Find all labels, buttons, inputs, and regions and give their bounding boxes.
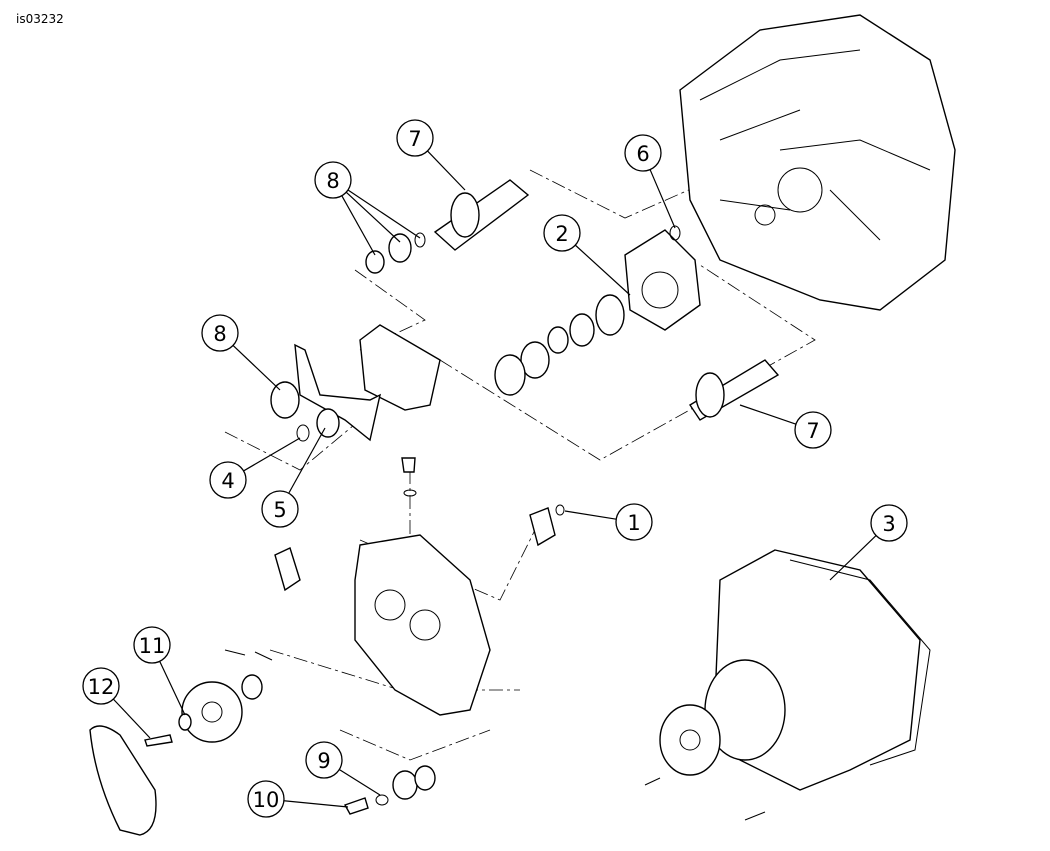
camshaft-upper xyxy=(433,179,530,251)
callout-circle xyxy=(314,161,352,199)
callout-leader-line xyxy=(345,191,401,243)
callout-circle xyxy=(82,667,120,705)
callout-circle xyxy=(615,503,653,541)
callout-number: 6 xyxy=(636,142,649,166)
callout-number: 7 xyxy=(408,127,421,151)
callout-circle xyxy=(794,411,832,449)
callout-4: 4 xyxy=(209,461,247,499)
callout-circle xyxy=(209,461,247,499)
callout-leader-line xyxy=(159,661,186,716)
callout-2: 2 xyxy=(543,214,581,252)
oil-pump-cam-cover xyxy=(274,457,565,716)
cam-support-plate xyxy=(624,229,701,331)
callout-number: 2 xyxy=(555,222,568,246)
drive-sprocket-and-chain xyxy=(89,649,436,836)
callout-10: 10 xyxy=(247,780,285,818)
cam-chain-tensioner xyxy=(270,324,441,442)
callout-leader-line xyxy=(347,189,421,239)
bearings-and-washers xyxy=(365,225,681,396)
callout-circle xyxy=(624,134,662,172)
callout-12: 12 xyxy=(82,667,120,705)
callout-number: 8 xyxy=(326,169,339,193)
callout-5: 5 xyxy=(261,490,299,528)
callout-circle xyxy=(247,780,285,818)
callout-number: 4 xyxy=(221,469,234,493)
callout-leader-line xyxy=(112,698,151,739)
callout-6: 6 xyxy=(624,134,662,172)
callout-leader-line xyxy=(243,437,301,472)
callout-circle xyxy=(201,314,239,352)
figure-id-label: is03232 xyxy=(16,12,64,26)
callout-leader-line xyxy=(564,510,617,520)
callout-leader-line xyxy=(829,535,877,581)
callout-7: 7 xyxy=(396,119,434,157)
callout-circle xyxy=(396,119,434,157)
callout-leaders xyxy=(112,150,877,808)
callout-leader-line xyxy=(427,150,466,191)
callout-number: 11 xyxy=(139,634,166,658)
callout-number: 7 xyxy=(806,419,819,443)
callout-leader-line xyxy=(338,769,381,796)
callout-9: 9 xyxy=(305,741,343,779)
callout-leader-line xyxy=(283,800,349,808)
callout-3: 3 xyxy=(870,504,908,542)
callout-leader-line xyxy=(739,404,797,425)
callout-circle xyxy=(133,626,171,664)
callout-number: 12 xyxy=(88,675,115,699)
callout-leader-line xyxy=(341,195,376,256)
callout-leader-line xyxy=(232,344,281,391)
cam-cover-and-gasket xyxy=(644,549,931,821)
callout-leader-line xyxy=(574,244,631,296)
crankcase xyxy=(679,14,956,311)
callout-number: 5 xyxy=(273,498,286,522)
callout-circle xyxy=(543,214,581,252)
callout-8: 8 xyxy=(314,161,352,199)
callout-circle xyxy=(870,504,908,542)
callout-number: 9 xyxy=(317,749,330,773)
callout-1: 1 xyxy=(615,503,653,541)
callout-circle xyxy=(305,741,343,779)
callout-leader-line xyxy=(649,169,676,229)
camshaft-lower xyxy=(689,359,780,421)
callout-number: 3 xyxy=(882,512,895,536)
callout-11: 11 xyxy=(133,626,171,664)
callouts: 7 8 6 2 8 7 4 5 1 3 11 12 9 10 xyxy=(82,119,908,818)
callout-circle xyxy=(261,490,299,528)
callout-7: 7 xyxy=(794,411,832,449)
callout-number: 1 xyxy=(627,511,640,535)
callout-number: 8 xyxy=(213,322,226,346)
callout-leader-line xyxy=(288,427,326,494)
callout-8: 8 xyxy=(201,314,239,352)
callout-number: 10 xyxy=(253,788,280,812)
